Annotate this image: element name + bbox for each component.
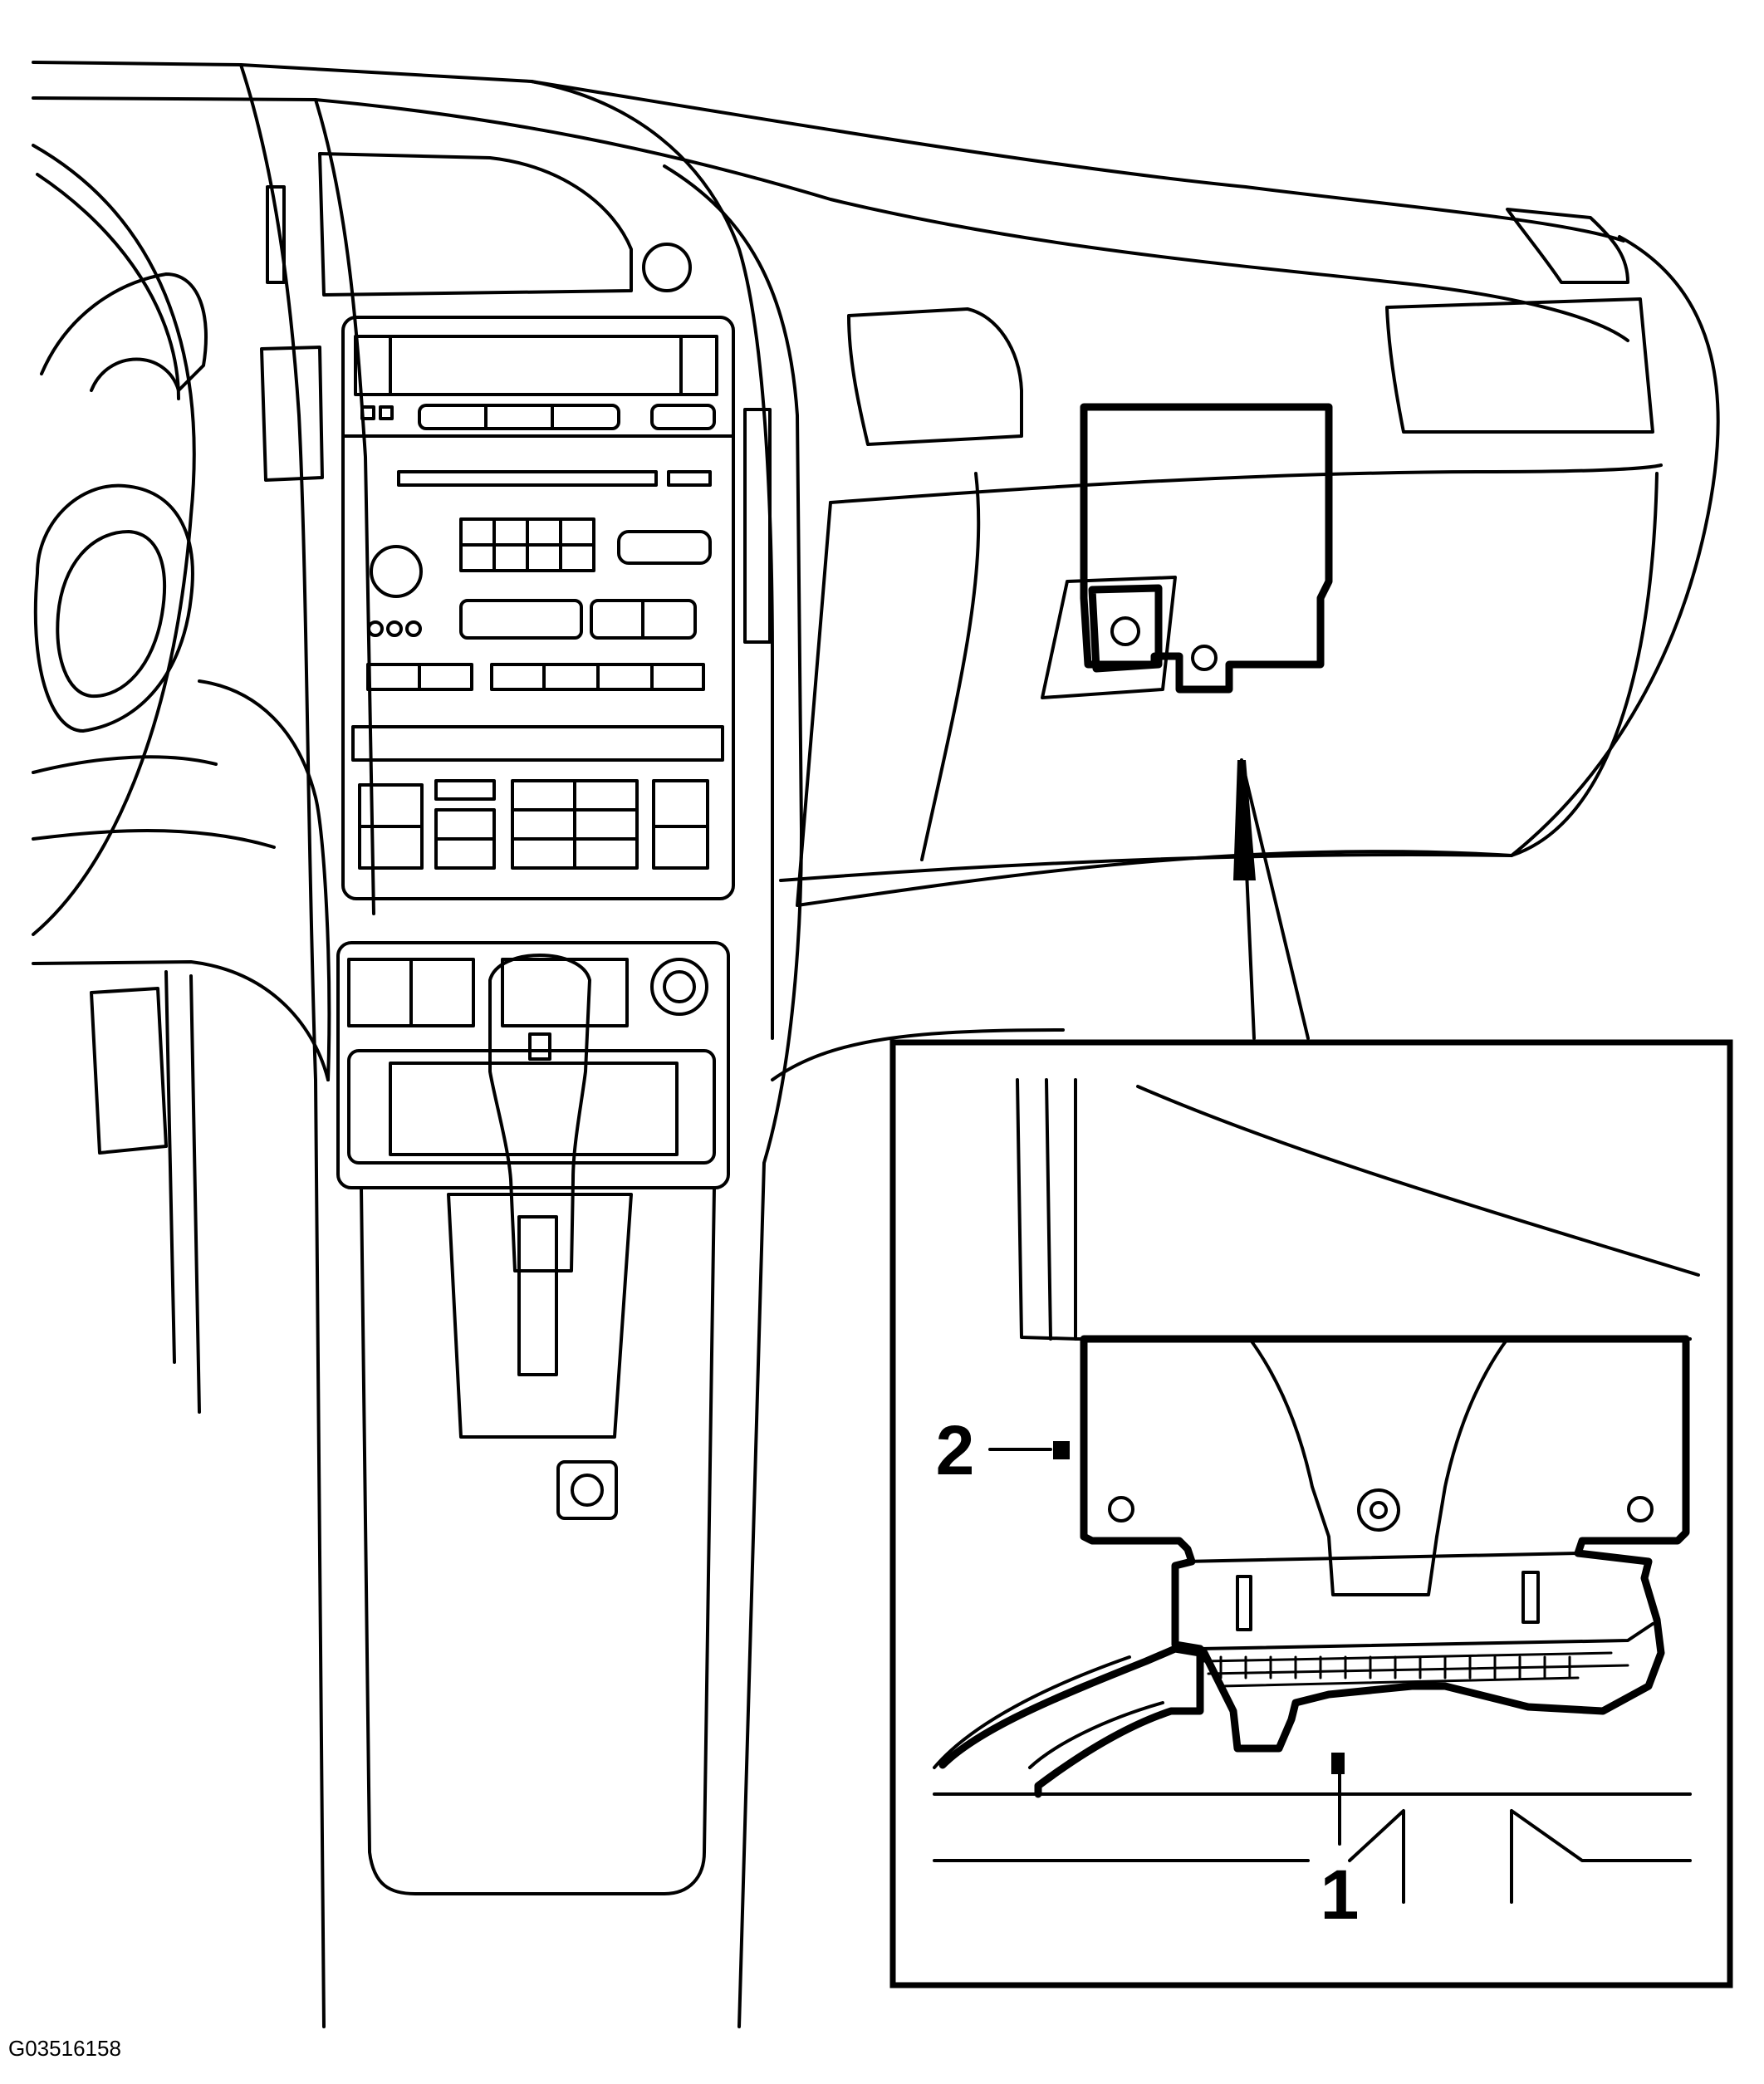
inset-bolt [1108,1496,1134,1523]
hazard-button [642,243,692,292]
dashboard-top-edge-inner [32,96,1629,342]
callout-2: 2 [936,1411,1070,1489]
inset-frame [889,1039,1733,1988]
shifter-slot [517,1215,558,1376]
gear-lever [488,954,591,1272]
climate-display [351,725,724,762]
left-vent-control [260,346,324,482]
inset-connector-pins [1203,1651,1629,1688]
audio-button [360,405,375,420]
lower-dash-left [32,960,330,1081]
center-stack-right-edge-outer [663,164,803,2028]
pedal [90,987,168,1155]
shifter-gate [447,1193,633,1439]
control-module-mount [1088,584,1163,673]
callout-number: 1 [1321,1856,1360,1934]
inset-floor-line [1348,1809,1405,1904]
inset-dash-curve [1136,1085,1700,1277]
inset-connector-latch [1236,1575,1252,1631]
floor-line-left [189,974,201,1414]
preset-buttons [418,404,620,430]
inset-connector [1182,1552,1654,1650]
pointer-wedge [1240,758,1310,1040]
dashboard-top-edge [32,61,1625,243]
audio-display [354,335,718,396]
audio-button [405,620,422,637]
console-lower-body [360,1186,716,1895]
inset-harness-wire [1028,1701,1164,1769]
rotary-knob-inner [663,970,696,1003]
passenger-vent [847,307,1023,446]
dashboard-overview [32,61,1720,2028]
glove-box-lower-line [779,853,1513,882]
inset-bolt [1627,1496,1654,1523]
callout-1: 1 [1321,1753,1360,1934]
console-tray-inner [389,1062,679,1156]
dash-lower-edge-right [771,1028,1065,1081]
inset-floor-line [1510,1809,1692,1904]
passenger-side-vent [1385,297,1654,434]
audio-button [367,620,384,637]
dashboard-right-curve [1510,235,1720,857]
callout-marker [1331,1753,1345,1774]
volume-knob [370,545,423,598]
inset-bracket-cutout [1248,1337,1509,1596]
side-strip [743,408,772,644]
glove-box-left-edge [920,472,981,861]
pedal-arm [164,970,176,1364]
audio-button [667,470,712,487]
console-button-center [571,1474,604,1507]
center-air-vent [318,152,633,297]
dash-side-vent [1506,208,1629,284]
climate-button [652,779,709,870]
audio-button [379,405,394,420]
inset-bolt [1357,1488,1400,1532]
steering-hub-inner [56,530,166,699]
center-stack-left-edge-inner [314,98,375,915]
console-tray [347,1049,716,1165]
steering-hub [33,483,194,733]
steering-rim-lower [32,829,276,849]
detail-pointer [1233,758,1310,1040]
steering-wheel-inner [36,173,180,400]
figure-id: G03516158 [8,2036,121,2061]
inset-wiring-harness [938,1645,1204,1798]
glove-box-upper-line [829,463,1663,504]
pointer-tip [1233,760,1256,880]
steering-wheel-outer [32,144,196,936]
center-stack-left-edge [239,63,326,2028]
inset-connector-pins [1219,1655,1571,1679]
inset-bolt-center [1370,1501,1388,1519]
inset-panel-edge [1016,1078,1080,1341]
cd-slot [397,470,658,487]
control-module-bracket [1041,576,1177,699]
vent-slot [266,185,286,284]
inset-harness-wire [933,1655,1131,1769]
detail-inset: 1 2 [889,1039,1733,1988]
callout-number: 2 [936,1411,975,1489]
audio-unit-frame [341,316,735,900]
callout-marker [1053,1441,1070,1459]
control-module-location [1041,403,1333,699]
steering-column-shroud [40,272,208,392]
climate-button [434,779,496,801]
gear-lever-knob [528,1032,551,1061]
rotary-knob [650,958,708,1016]
knee-panel-left [198,679,331,1081]
steering-spoke [32,755,218,774]
console-switch-panel [336,941,730,1189]
console-button [556,1460,618,1520]
mode-buttons [459,599,583,640]
inset-connector-latch [1521,1571,1540,1624]
console-switch [501,958,629,1027]
mounting-bolt [1110,616,1140,646]
center-stack-right-edge [530,80,774,1040]
audio-button [386,620,403,637]
glove-box-outline [796,472,1659,907]
mounting-bolt [1191,645,1218,671]
tuner-button [617,530,712,565]
inset-panel-edge [1045,1078,1052,1341]
eject-button [650,404,716,430]
